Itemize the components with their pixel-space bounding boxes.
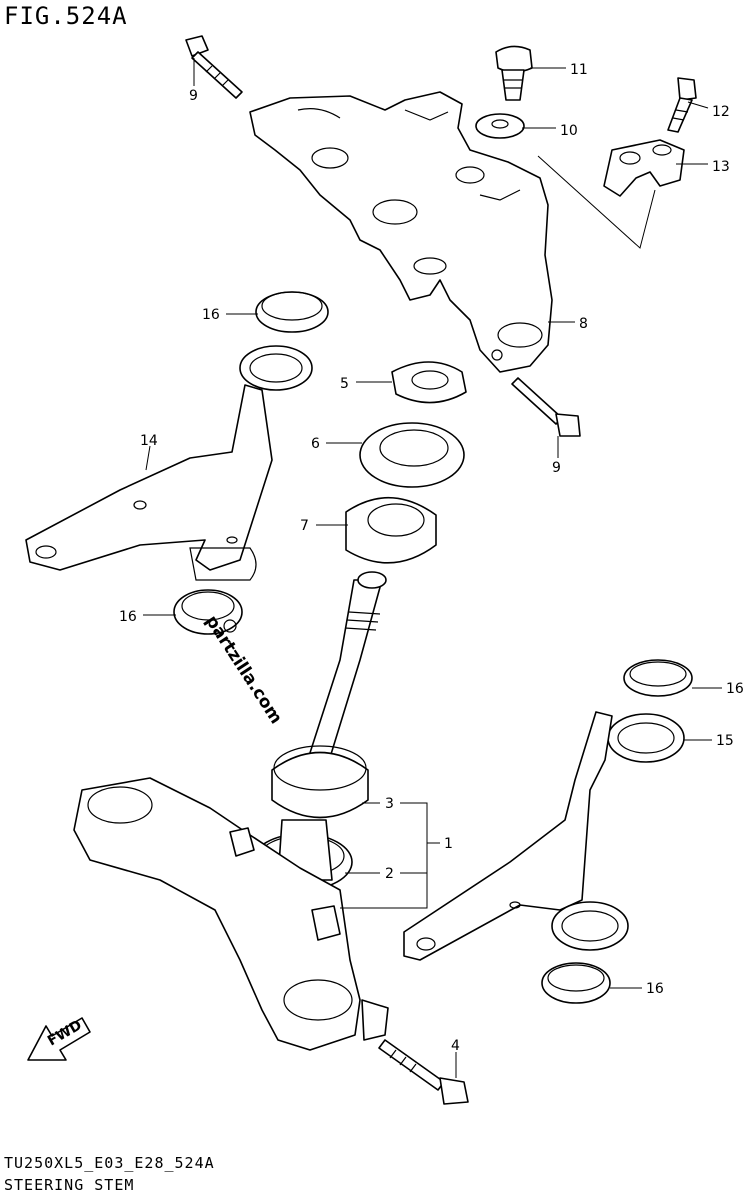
- callout-11: 11: [570, 62, 588, 78]
- seal-part-16-left-lower: [173, 589, 243, 635]
- callout-10: 10: [560, 123, 578, 139]
- callout-8: 8: [579, 316, 588, 332]
- bolt-part-11: [495, 45, 533, 101]
- callout-6: 6: [311, 436, 320, 452]
- callout-16-left-lower: 16: [119, 609, 137, 625]
- callout-3: 3: [385, 796, 394, 812]
- fwd-direction-arrow: FWD: [27, 1017, 91, 1061]
- callout-12: 12: [712, 104, 730, 120]
- callout-labels: 9 11 10 12 13 16 8 5 14 9 6 7 16 16 15 3…: [119, 62, 744, 1054]
- callout-5: 5: [340, 376, 349, 392]
- upper-bracket-part-8: [249, 91, 553, 373]
- bearing-part-7: [345, 496, 437, 564]
- callout-16-right-top: 16: [726, 681, 744, 697]
- bolt-part-9-right: [511, 377, 581, 437]
- callout-4: 4: [451, 1038, 460, 1054]
- locknut-part-5: [391, 361, 467, 404]
- callout-16-top-left: 16: [202, 307, 220, 323]
- seal-part-16-top-left: [255, 291, 329, 333]
- callout-1: 1: [444, 836, 453, 852]
- callout-7: 7: [300, 518, 309, 534]
- leader-lines: [143, 58, 722, 1078]
- section-name: STEERING STEM: [4, 1176, 135, 1194]
- washer-part-10: [475, 113, 525, 139]
- handlebar-clamp-part-13: [537, 139, 685, 249]
- callout-16-right-bottom: 16: [646, 981, 664, 997]
- figure-title: FIG.524A: [4, 2, 128, 30]
- bolt-part-9-top: [185, 35, 243, 99]
- callout-9-top: 9: [189, 88, 198, 104]
- bolt-part-4: [378, 1039, 469, 1105]
- steering-stem-part-1: [73, 571, 389, 1051]
- callout-13: 13: [712, 159, 730, 175]
- callout-14: 14: [140, 433, 158, 449]
- bearing-cover-part-6: [359, 422, 465, 488]
- left-bracket-part-14: [25, 345, 313, 581]
- callout-15: 15: [716, 733, 734, 749]
- callout-2: 2: [385, 866, 394, 882]
- bolt-part-12: [667, 77, 697, 133]
- callout-9-right: 9: [552, 460, 561, 476]
- model-code: TU250XL5_E03_E28_524A: [4, 1154, 215, 1172]
- right-bracket-part-15: [403, 659, 693, 1004]
